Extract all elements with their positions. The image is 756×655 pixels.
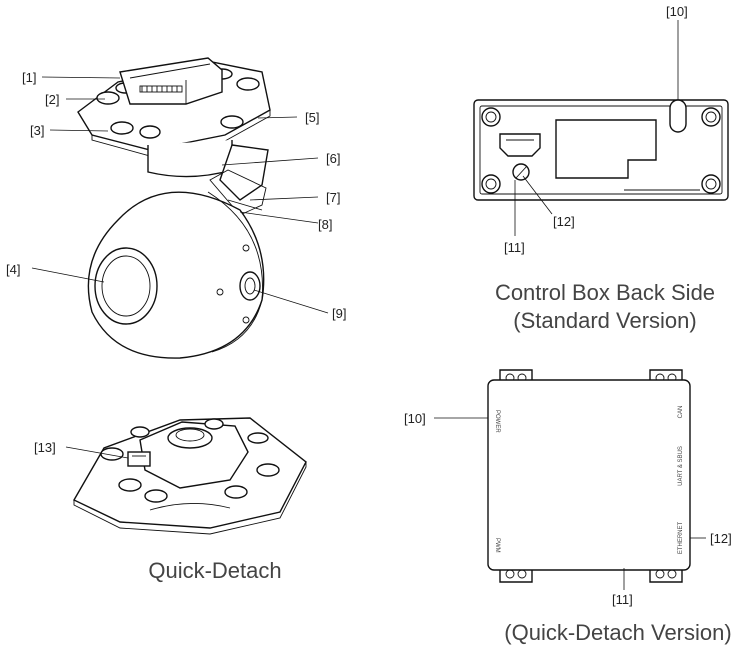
- mount-hole: [701, 174, 721, 194]
- gimbal-leader-lines: [31, 76, 329, 314]
- gimbal-arm: [219, 144, 269, 201]
- mount-hole: [481, 107, 501, 127]
- mount-hole: [701, 107, 721, 127]
- callout-12-bottom: [12]: [710, 531, 732, 546]
- callout-2: [2]: [45, 92, 59, 107]
- callout-8: [8]: [318, 217, 332, 232]
- callout-5: [5]: [305, 110, 319, 125]
- camera-lens: [94, 247, 158, 325]
- port-label-uart-sbus: UART & SBUS: [678, 446, 684, 486]
- port-label-ethernet: ETHERNET: [678, 522, 684, 555]
- callout-10-top: [10]: [666, 4, 688, 19]
- gimbal-camera-illustration: [77, 57, 271, 359]
- callout-11-bottom: [11]: [612, 592, 633, 607]
- caption-quick-detach: Quick-Detach: [148, 558, 281, 583]
- quick-detach-ring: [139, 421, 249, 489]
- callout-13: [13]: [34, 440, 56, 455]
- callout-3: [3]: [30, 123, 44, 138]
- port-label-can: CAN: [678, 406, 684, 419]
- mount-hole: [481, 174, 501, 194]
- side-port: [239, 271, 261, 301]
- callout-1: [1]: [22, 70, 36, 85]
- port-label-pwm: PWM: [494, 538, 500, 553]
- yaw-motor: [147, 140, 233, 178]
- port-label-power: POWER: [494, 410, 500, 433]
- callout-6: [6]: [326, 151, 340, 166]
- label-plate: [555, 119, 657, 179]
- quick-detach-plate: [73, 417, 307, 535]
- control-box-standard: [473, 99, 729, 201]
- top-connector-box: [119, 57, 223, 105]
- caption-control-box-line2: (Standard Version): [513, 308, 696, 333]
- leader-13: [65, 446, 129, 459]
- callout-12-top: [12]: [553, 214, 575, 229]
- caption-quick-detach-version: (Quick-Detach Version): [504, 620, 731, 645]
- callout-11-top: [11]: [504, 240, 525, 255]
- callout-10-bottom: [10]: [404, 411, 426, 426]
- callout-4: [4]: [6, 262, 20, 277]
- callout-9: [9]: [332, 306, 346, 321]
- caption-control-box-line1: Control Box Back Side: [495, 280, 715, 305]
- power-slot: [669, 99, 687, 133]
- control-box-body: [487, 379, 691, 571]
- leader-12-top: [522, 175, 553, 215]
- quick-detach-dampers: [100, 418, 280, 503]
- callout-7: [7]: [326, 190, 340, 205]
- control-box-quick-detach: [487, 369, 691, 583]
- hdmi-port: [499, 133, 541, 157]
- quick-detach-connector: [127, 451, 151, 467]
